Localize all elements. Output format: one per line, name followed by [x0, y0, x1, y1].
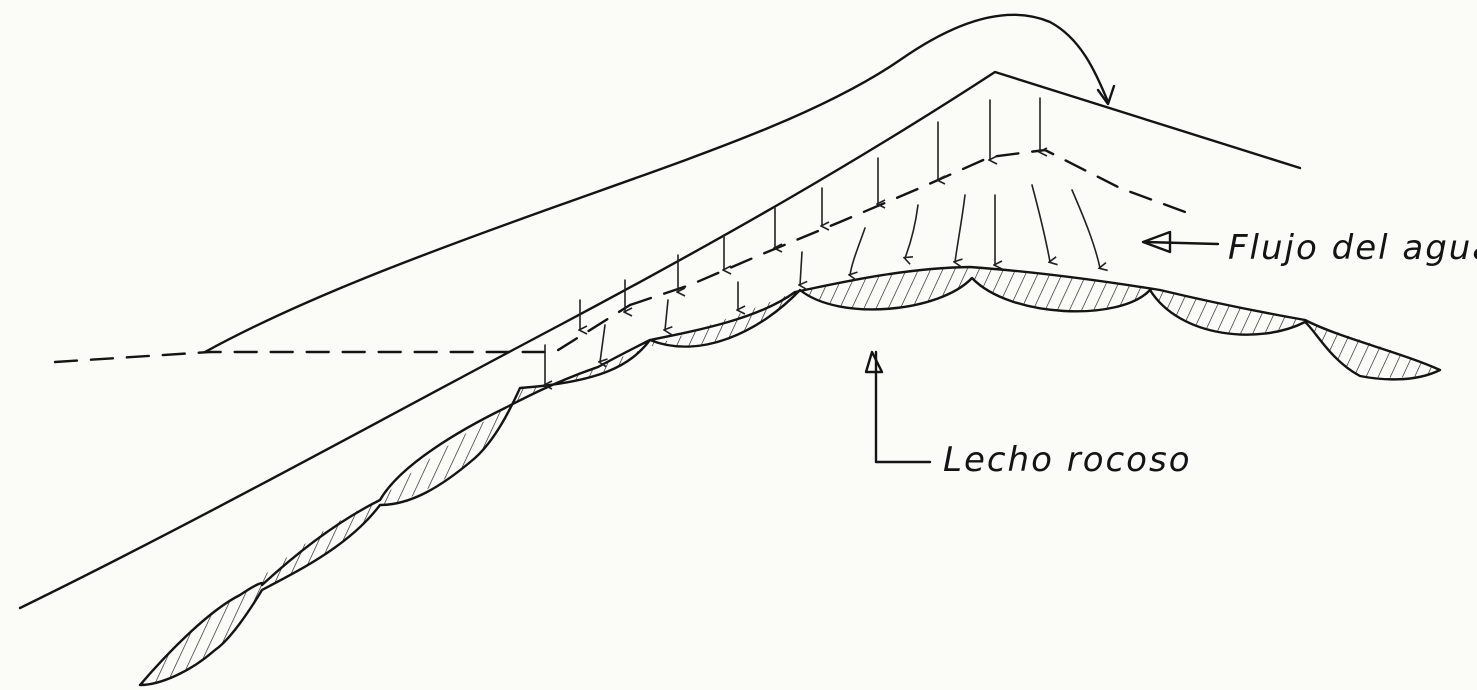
water-flow-label: Flujo del agua	[1228, 228, 1477, 268]
dune-surface-line	[20, 72, 1300, 608]
flow-arrows	[545, 98, 1100, 385]
bedrock-pointer	[866, 352, 930, 462]
bedrock-label: Lecho rocoso	[943, 440, 1192, 480]
flow-pointer	[1143, 232, 1218, 252]
dune-outer-profile	[205, 15, 1108, 352]
bedrock-hatch	[140, 267, 1440, 685]
bedrock	[140, 267, 1440, 685]
